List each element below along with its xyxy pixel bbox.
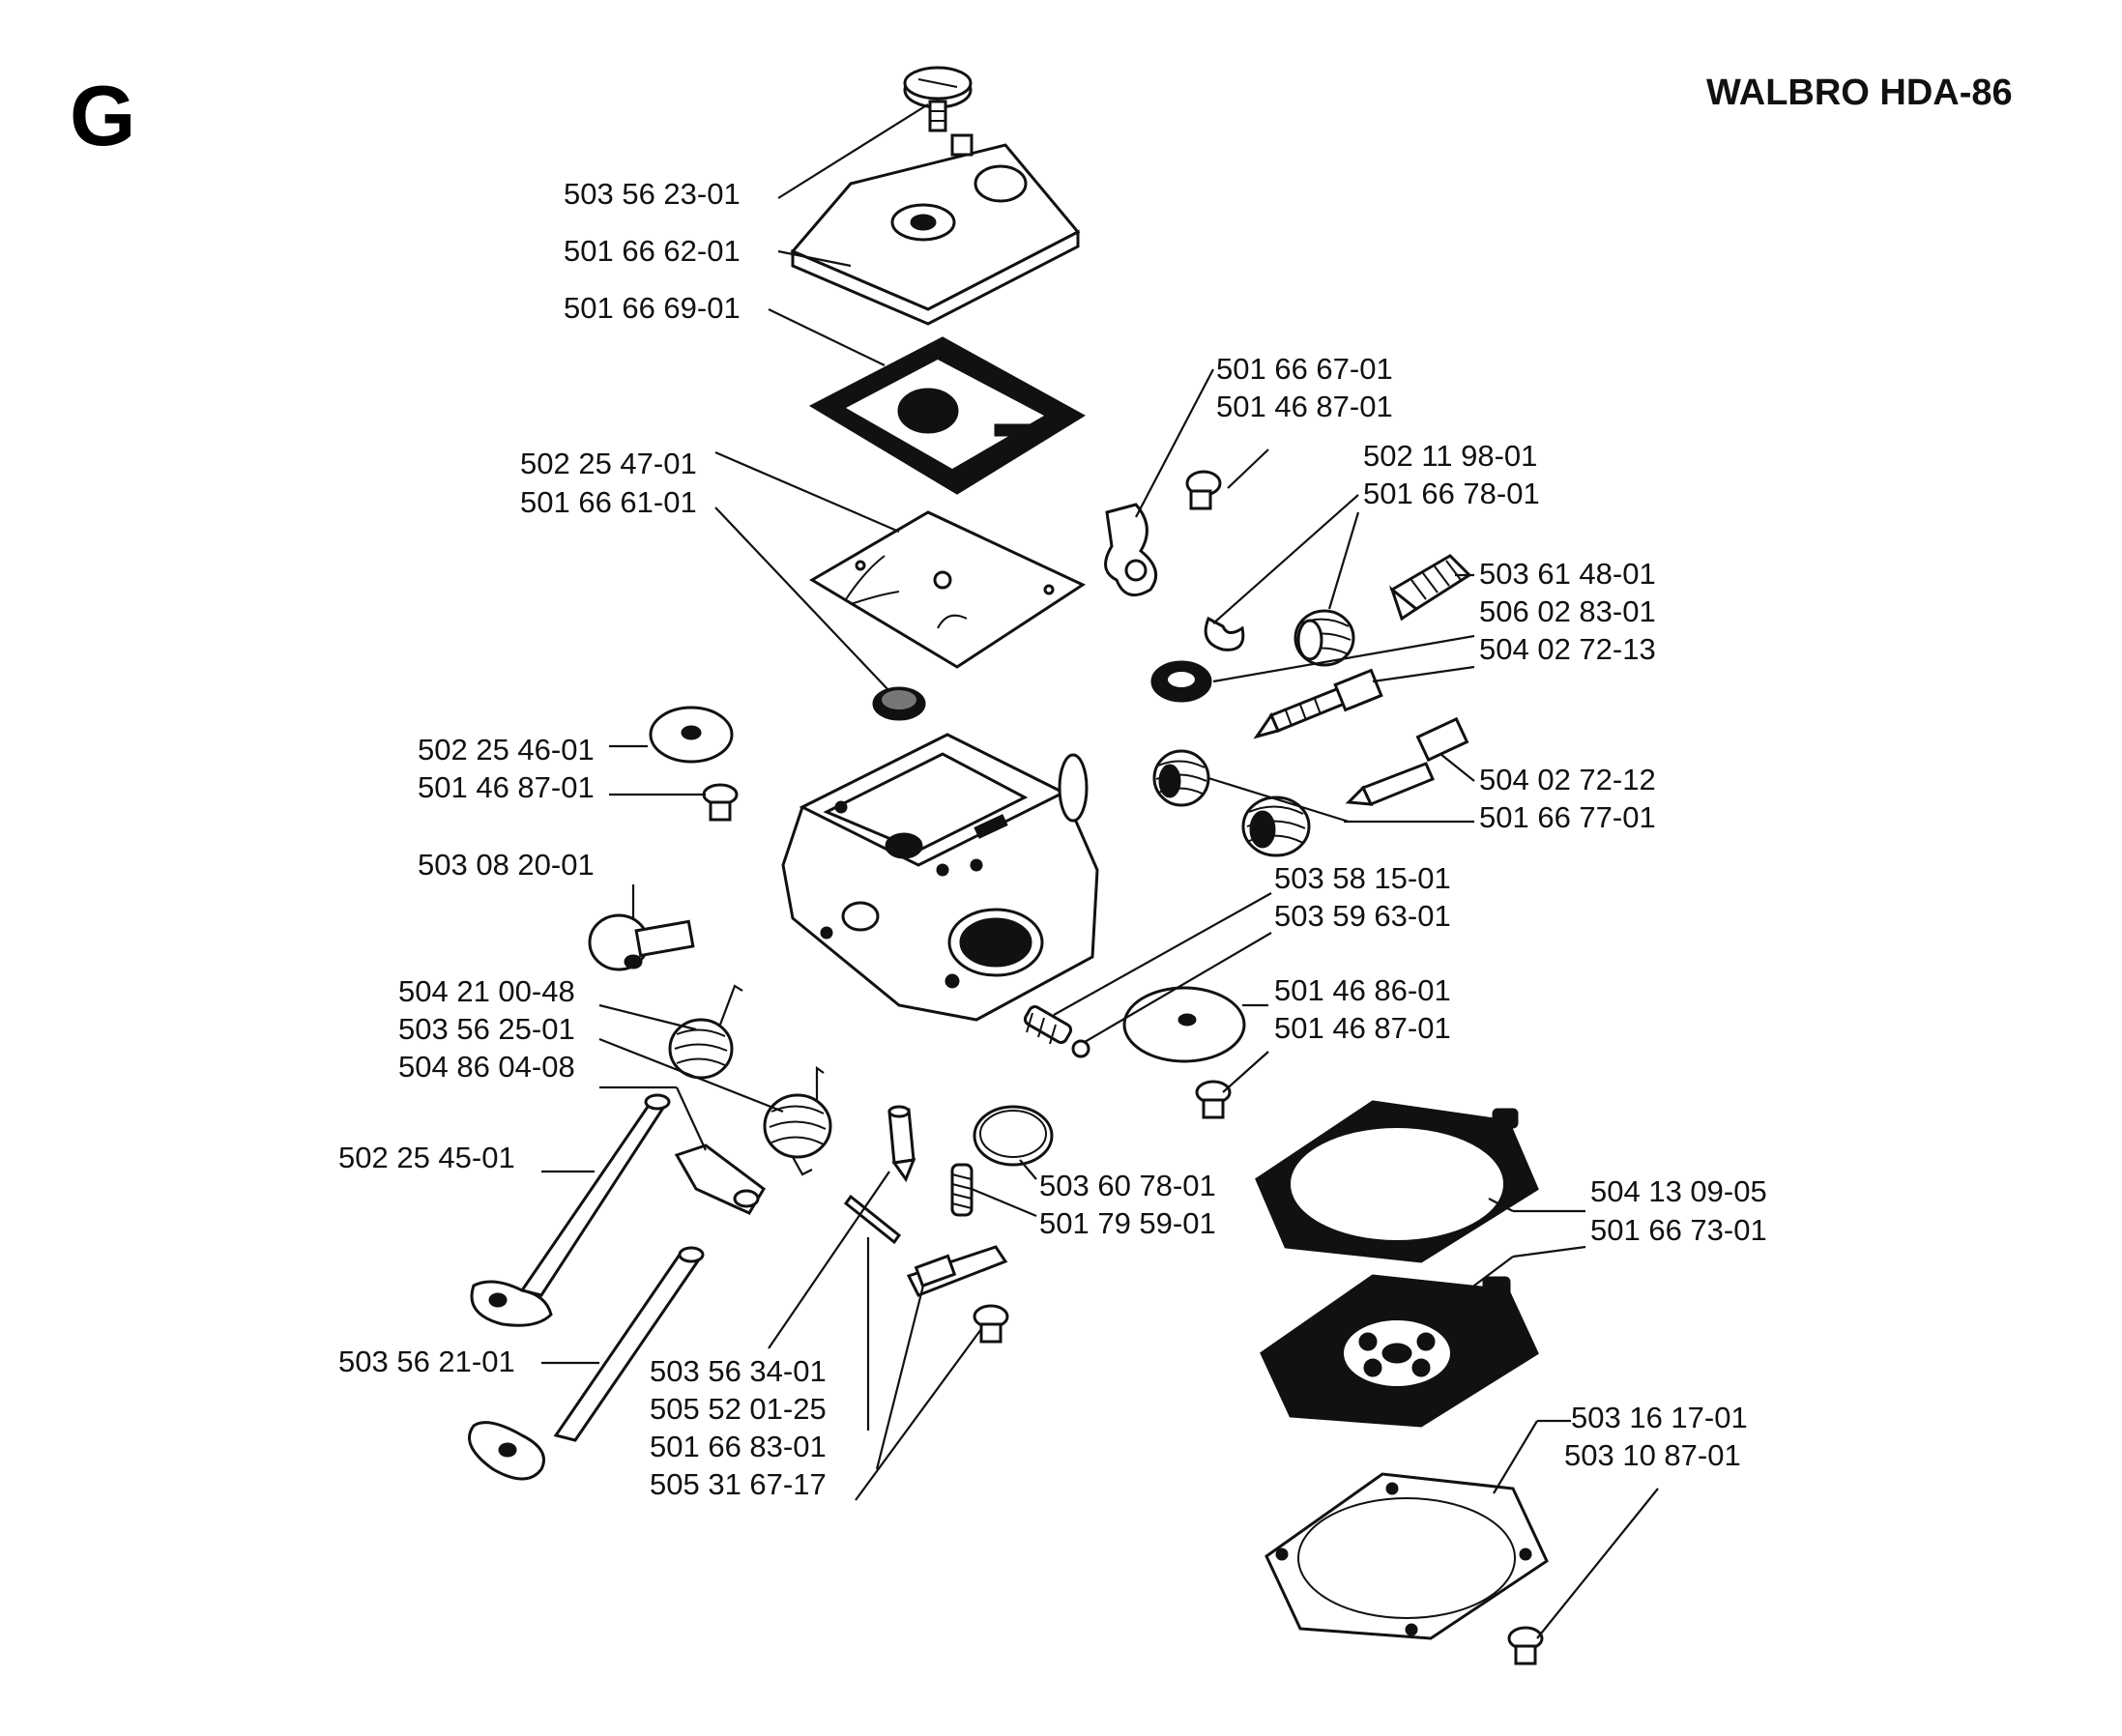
small-screw-right-part [1195, 1080, 1232, 1119]
label-504-86-04-08: 504 86 04-08 [398, 1050, 575, 1084]
pump-diaphragm-part [809, 510, 1087, 669]
spring-upper-part [1294, 609, 1355, 667]
label-504-02-72-12: 504 02 72-12 [1479, 763, 1656, 796]
throttle-shaft-part [470, 1093, 671, 1327]
label-501-66-67-01: 501 66 67-01 [1216, 352, 1393, 386]
label-503-56-21-01: 503 56 21-01 [338, 1345, 515, 1378]
check-ball-part [1071, 1039, 1090, 1058]
label-504-13-09-05: 504 13 09-05 [1590, 1174, 1767, 1208]
label-501-46-87-01-b: 501 46 87-01 [418, 770, 595, 804]
label-501-46-86-01: 501 46 86-01 [1274, 973, 1451, 1007]
label-506-02-83-01: 506 02 83-01 [1479, 594, 1656, 628]
metering-diaphragm-part [1260, 1274, 1539, 1428]
label-501-66-61-01: 501 66 61-01 [520, 485, 697, 519]
label-503-56-23-01: 503 56 23-01 [564, 177, 741, 211]
diagram-title: WALBRO HDA-86 [1706, 72, 2013, 113]
label-501-66-73-01: 501 66 73-01 [1590, 1213, 1767, 1247]
label-503-56-25-01: 503 56 25-01 [398, 1012, 575, 1046]
throttle-lever-part [1104, 503, 1158, 597]
top-screw-part [903, 66, 973, 132]
spring-lower-a-part [1152, 749, 1210, 807]
label-501-66-62-01: 501 66 62-01 [564, 234, 741, 268]
needle-h-part [1253, 668, 1383, 739]
label-502-11-98-01: 502 11 98-01 [1363, 439, 1537, 473]
o-ring-part [1150, 660, 1212, 703]
label-502-25-47-01: 502 25 47-01 [520, 447, 697, 480]
part-number-labels: 503 56 23-01 501 66 62-01 501 66 69-01 5… [338, 177, 1767, 1501]
filter-screen-part [872, 686, 926, 721]
label-505-52-01-25: 505 52 01-25 [650, 1392, 827, 1426]
inlet-needle-part [887, 1105, 916, 1183]
label-505-31-67-17: 505 31 67-17 [650, 1467, 827, 1501]
small-spring-part [950, 1163, 974, 1217]
needle-spring-part [1023, 1005, 1073, 1045]
control-lever-part [906, 1245, 1008, 1297]
needle-l-part [1345, 716, 1469, 806]
torsion-spring-a-part [668, 984, 743, 1080]
pump-gasket-part [808, 336, 1086, 495]
small-screw-lower-part [973, 1304, 1009, 1344]
label-501-46-87-01-c: 501 46 87-01 [1274, 1011, 1451, 1045]
pump-cover-part [790, 133, 1081, 326]
torsion-spring-b-part [763, 1065, 832, 1176]
label-504-21-00-48: 504 21 00-48 [398, 974, 575, 1008]
leader-lines [541, 103, 1659, 1639]
small-screw-upper-part [1185, 470, 1222, 510]
label-501-66-78-01: 501 66 78-01 [1363, 477, 1540, 510]
clip-part [1204, 616, 1245, 651]
metering-gasket-part [1255, 1100, 1539, 1263]
label-504-02-72-13: 504 02 72-13 [1479, 632, 1656, 666]
label-501-66-69-01: 501 66 69-01 [564, 291, 741, 325]
needle-valve-part [1388, 554, 1472, 622]
pin-part [843, 1194, 902, 1245]
cover-gasket-part [1264, 1472, 1549, 1640]
spring-lower-b-part [1241, 796, 1311, 857]
label-502-25-45-01: 502 25 45-01 [338, 1141, 515, 1174]
label-501-79-59-01: 501 79 59-01 [1039, 1206, 1216, 1240]
cover-plate-part [1122, 986, 1246, 1063]
label-501-66-83-01: 501 66 83-01 [650, 1430, 827, 1463]
label-503-56-34-01: 503 56 34-01 [650, 1354, 827, 1388]
label-502-25-46-01: 502 25 46-01 [418, 733, 595, 767]
label-503-10-87-01: 503 10 87-01 [1564, 1438, 1741, 1472]
washer-part [649, 706, 734, 764]
fuel-fitting-part [588, 913, 695, 971]
label-503-60-78-01: 503 60 78-01 [1039, 1169, 1216, 1202]
cover-screw-part [1507, 1626, 1544, 1665]
label-503-59-63-01: 503 59 63-01 [1274, 899, 1451, 933]
label-501-46-87-01-a: 501 46 87-01 [1216, 390, 1393, 423]
label-503-08-20-01: 503 08 20-01 [418, 848, 595, 882]
label-501-66-77-01: 501 66 77-01 [1479, 800, 1656, 834]
label-503-16-17-01: 503 16 17-01 [1571, 1401, 1748, 1434]
screen-ring-part [973, 1105, 1054, 1167]
carburetor-body-part [781, 733, 1099, 1022]
label-503-58-15-01: 503 58 15-01 [1274, 861, 1451, 895]
section-letter: G [70, 68, 135, 163]
lever-part [674, 1143, 766, 1215]
label-503-61-48-01: 503 61 48-01 [1479, 557, 1656, 591]
small-screw-left-part [702, 783, 739, 822]
choke-shaft-part [468, 1246, 705, 1481]
